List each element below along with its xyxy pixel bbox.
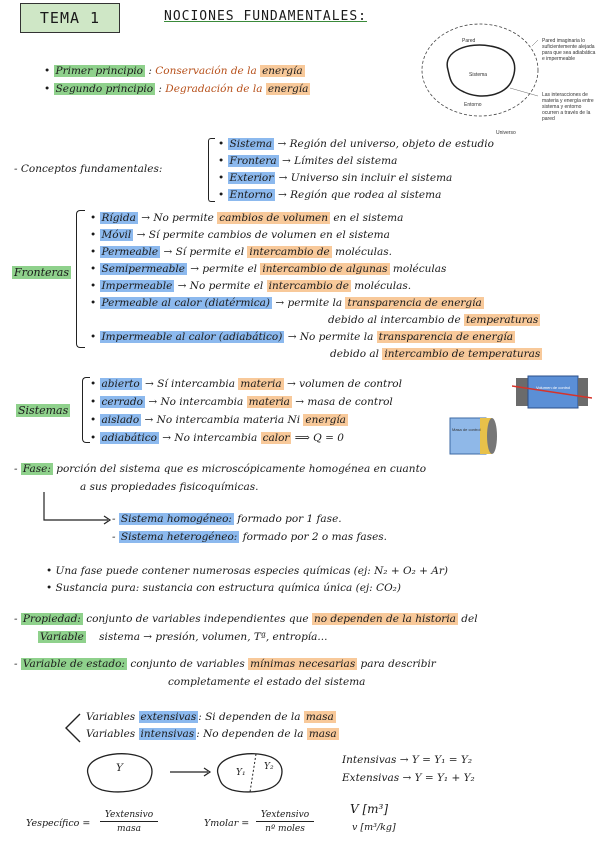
- sistemas-label: Sistemas: [16, 404, 71, 417]
- molar-label: Ymolar =: [204, 818, 250, 829]
- control-mass-image: [449, 417, 497, 455]
- nota-sustancia: • Sustancia pura: sustancia con estructu…: [46, 582, 401, 594]
- frontera-impermeable: • Impermeable → No permite el intercambi…: [90, 280, 412, 292]
- propiedad-line1: - Propiedad: conjunto de variables indep…: [14, 613, 478, 625]
- variables-bracket: [65, 713, 81, 743]
- especifico-label: Yespecífico =: [26, 818, 91, 829]
- concepto-frontera: • Frontera → Límites del sistema: [218, 155, 398, 167]
- blob-y: Y: [116, 762, 123, 774]
- especifico-num: Yextensivo: [100, 810, 158, 823]
- concepto-exterior: • Exterior → Universo sin incluir el sis…: [218, 172, 453, 184]
- nota-fase: • Una fase puede contener numerosas espe…: [46, 565, 448, 577]
- estado-line1: - Variable de estado: conjunto de variab…: [14, 658, 436, 670]
- frontera-semipermeable: • Semipermeable → permite el intercambio…: [90, 263, 447, 275]
- frontera-adiabatica: • Impermeable al calor (adiabático) → No…: [90, 331, 515, 343]
- frontera-adiabatica-cont: debido al intercambio de temperaturas: [330, 348, 543, 360]
- molar-den: nº moles: [265, 824, 305, 834]
- concepto-sistema: • Sistema → Región del universo, objeto …: [218, 138, 494, 150]
- sistema-homogeneo: - Sistema homogéneo: formado por 1 fase.: [112, 513, 342, 525]
- tema-label: TEMA 1: [20, 3, 120, 33]
- formula-intensiva: Intensivas → Y = Y₁ = Y₂: [342, 754, 473, 766]
- variables-intensivas: Variables intensivas: No dependen de la …: [86, 728, 339, 740]
- label-sistema: Sistema: [469, 72, 488, 78]
- frontera-movil: • Móvil → Sí permite cambios de volumen …: [90, 229, 390, 241]
- fase-line2: a sus propiedades fisicoquímicas.: [80, 481, 259, 493]
- frontera-permeable: • Permeable → Sí permite el intercambio …: [90, 246, 392, 258]
- blob-diagram: [87, 753, 283, 793]
- system-diagram: [421, 23, 539, 117]
- sistema-aislado: • aislado → No intercambia materia Ni en…: [90, 414, 348, 426]
- especifico-den: masa: [117, 824, 141, 834]
- propiedad-line2: Variable sistema → presión, volumen, Tª,…: [38, 631, 328, 643]
- conceptos-brace: [208, 138, 215, 202]
- blob-y2: Y₂: [264, 762, 274, 772]
- volumen-total: V [m³]: [350, 802, 389, 816]
- note-interacciones: Las interacciones de materia y energía e…: [542, 92, 594, 122]
- label-entorno: Entorno: [464, 102, 482, 108]
- sistema-abierto: • abierto → Sí intercambia materia → vol…: [90, 378, 402, 390]
- concepto-entorno: • Entorno → Región que rodea al sistema: [218, 189, 442, 201]
- control-mass-caption: Masa de control: [452, 427, 481, 432]
- frontera-diatermica-cont: debido al intercambio de temperaturas: [328, 314, 541, 326]
- note-pared: Pared imaginaria lo suficientemente alej…: [542, 38, 596, 62]
- frontera-rigida: • Rígida → No permite cambios de volumen…: [90, 212, 404, 224]
- principio-1: • Primer principio : Conservación de la …: [44, 65, 305, 77]
- sistema-adiabatico: • adiabático → No intercambia calor ⟹ Q …: [90, 432, 344, 444]
- page-title: NOCIONES FUNDAMENTALES:: [164, 9, 368, 24]
- conceptos-label: - Conceptos fundamentales:: [14, 163, 163, 175]
- fase-line1: - Fase: porción del sistema que es micro…: [14, 463, 427, 475]
- molar-num: Yextensivo: [256, 810, 314, 823]
- fronteras-label: Fronteras: [12, 266, 71, 279]
- sistema-cerrado: • cerrado → No intercambia materia → mas…: [90, 396, 393, 408]
- frontera-diatermica: • Permeable al calor (diatérmica) → perm…: [90, 297, 484, 309]
- label-universo: Universo: [496, 130, 516, 136]
- volumen-especifico: v [m³/kg]: [352, 822, 396, 833]
- control-volume-caption: Volumen de control: [536, 385, 571, 390]
- principio-2: • Segundo principio : Degradación de la …: [44, 83, 311, 95]
- fronteras-brace: [76, 210, 85, 348]
- label-pared: Pared: [462, 38, 476, 44]
- control-volume-image: [512, 375, 592, 409]
- fase-arrow: [43, 492, 112, 525]
- estado-line2: completamente el estado del sistema: [168, 676, 366, 688]
- sistemas-brace: [82, 377, 90, 443]
- sistema-heterogeneo: - Sistema heterogéneo: formado por 2 o m…: [112, 531, 388, 543]
- blob-y1: Y₁: [236, 768, 246, 778]
- variables-extensivas: Variables extensivas: Si dependen de la …: [86, 711, 336, 723]
- formula-extensiva: Extensivas → Y = Y₁ + Y₂: [342, 772, 475, 784]
